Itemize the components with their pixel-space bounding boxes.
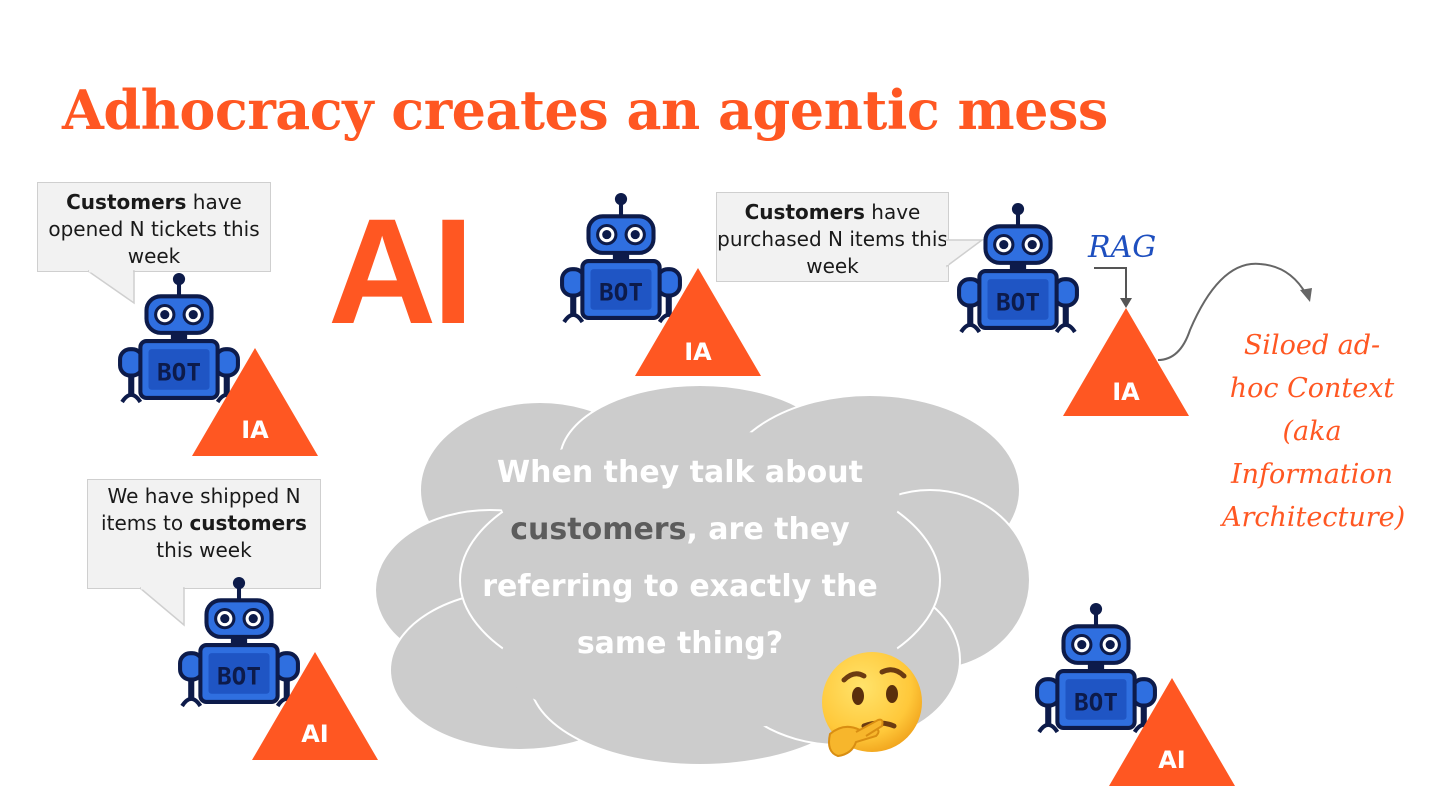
siloed-annotation: Siloed ad-hoc Context (aka Information A… (1222, 324, 1402, 539)
down-arrow-icon (1090, 262, 1140, 312)
triangle-label: AI (252, 720, 378, 748)
triangle-label: IA (192, 416, 318, 444)
bubble-shipped-text: this week (156, 538, 251, 562)
cloud-line-1: When they talk about (440, 444, 920, 501)
triangle-label: IA (635, 338, 761, 366)
cloud-question: When they talk about customers, are they… (440, 444, 920, 672)
thinking-face-emoji (816, 650, 926, 762)
big-ai-label: AI (328, 196, 470, 346)
robot-bot-label: BOT (996, 288, 1040, 317)
rag-label: RAG (1088, 230, 1156, 265)
slide-title: Adhocracy creates an agentic mess (62, 78, 1108, 142)
cloud-line-2: customers, are they (440, 501, 920, 558)
cloud-line-2-rest: , are they (686, 512, 849, 547)
triangle-badge: IA (192, 348, 318, 456)
cloud-highlight: customers (510, 512, 686, 547)
bubble-tickets-bold: Customers (66, 190, 186, 214)
bubble-purchased-bold: Customers (745, 200, 865, 224)
triangle-badge: AI (252, 652, 378, 760)
triangle-label: IA (1063, 378, 1189, 406)
triangle-badge: IA (635, 268, 761, 376)
speech-bubble-tickets: Customers have opened N tickets this wee… (37, 182, 271, 272)
cloud-line-3: referring to exactly the (440, 558, 920, 615)
bubble-shipped-bold: customers (189, 511, 306, 535)
triangle-label: AI (1109, 746, 1235, 774)
triangle-badge: AI (1109, 678, 1235, 786)
